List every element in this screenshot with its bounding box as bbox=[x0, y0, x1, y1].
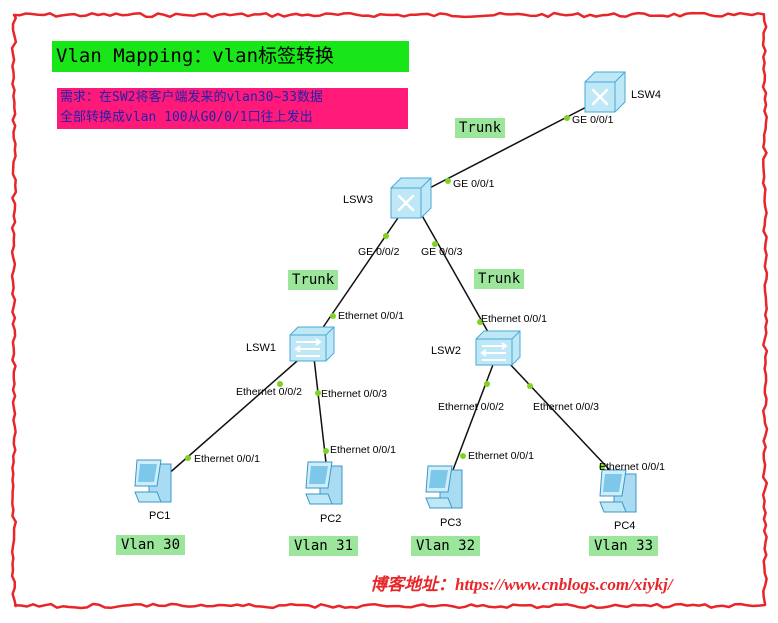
trunk-label-lsw3-lsw2: Trunk bbox=[474, 269, 525, 289]
device-name-pc2: PC2 bbox=[320, 513, 342, 525]
port-label-lsw4-ge001: GE 0/0/1 bbox=[572, 114, 614, 126]
device-name-pc3: PC3 bbox=[440, 517, 462, 529]
vlan-label-pc4: Vlan 33 bbox=[589, 536, 659, 556]
port-label-lsw2-eth001: Ethernet 0/0/1 bbox=[481, 313, 547, 325]
requirement-line-1: 需求：在SW2将客户端发来的vlan30~33数据 bbox=[60, 90, 323, 105]
port-dots bbox=[185, 115, 605, 470]
port-label-lsw2-eth003: Ethernet 0/0/3 bbox=[533, 401, 599, 413]
port-label-lsw1-eth003: Ethernet 0/0/3 bbox=[321, 388, 387, 400]
link-lsw3-lsw2 bbox=[419, 211, 497, 347]
requirement-note: 需求：在SW2将客户端发来的vlan30~33数据 全部转换成vlan 100从… bbox=[57, 88, 408, 129]
device-name-lsw4: LSW4 bbox=[631, 89, 661, 101]
link-lsw1-pc2 bbox=[313, 357, 329, 481]
blog-address: 博客地址：https://www.cnblogs.com/xiykj/ bbox=[370, 575, 673, 594]
requirement-line-2: 全部转换成vlan 100从G0/0/1口往上发出 bbox=[60, 110, 313, 125]
pc4-computer-icon[interactable] bbox=[599, 469, 637, 513]
lsw2-switch-icon[interactable] bbox=[475, 330, 521, 366]
vlan-label-pc3: Vlan 32 bbox=[411, 536, 481, 556]
port-label-lsw3-ge002: GE 0/0/2 bbox=[358, 246, 400, 258]
trunk-label-lsw3-lsw1: Trunk bbox=[288, 270, 339, 290]
port-label-pc4-eth001: Ethernet 0/0/1 bbox=[599, 461, 665, 473]
red-frame bbox=[10, 11, 769, 610]
pc2-computer-icon[interactable] bbox=[305, 461, 343, 505]
port-label-lsw3-ge001: GE 0/0/1 bbox=[453, 178, 495, 190]
pc1-computer-icon[interactable] bbox=[134, 459, 172, 503]
port-label-pc2-eth001: Ethernet 0/0/1 bbox=[330, 444, 396, 456]
link-lsw1-pc1 bbox=[157, 354, 305, 484]
device-name-pc1: PC1 bbox=[149, 510, 171, 522]
port-label-lsw2-eth002: Ethernet 0/0/2 bbox=[438, 401, 504, 413]
device-name-lsw1: LSW1 bbox=[246, 342, 276, 354]
link-lsw2-pc3 bbox=[447, 361, 495, 484]
device-name-pc4: PC4 bbox=[614, 520, 636, 532]
port-label-pc3-eth001: Ethernet 0/0/1 bbox=[468, 450, 534, 462]
lsw3-switch-icon[interactable] bbox=[390, 177, 432, 219]
device-name-lsw2: LSW2 bbox=[431, 345, 461, 357]
port-label-pc1-eth001: Ethernet 0/0/1 bbox=[194, 453, 260, 465]
port-label-lsw1-eth002: Ethernet 0/0/2 bbox=[236, 386, 302, 398]
vlan-label-pc2: Vlan 31 bbox=[289, 536, 359, 556]
lsw4-switch-icon[interactable] bbox=[584, 71, 626, 113]
port-label-lsw1-eth001: Ethernet 0/0/1 bbox=[338, 310, 404, 322]
page-title: Vlan Mapping：vlan标签转换 bbox=[52, 41, 409, 72]
pc3-computer-icon[interactable] bbox=[425, 465, 463, 509]
port-label-lsw3-ge003: GE 0/0/3 bbox=[421, 246, 463, 258]
link-lsw2-pc4 bbox=[507, 361, 623, 484]
device-name-lsw3: LSW3 bbox=[343, 194, 373, 206]
trunk-label-lsw4-lsw3: Trunk bbox=[455, 118, 506, 138]
lsw1-switch-icon[interactable] bbox=[289, 326, 335, 362]
vlan-label-pc1: Vlan 30 bbox=[116, 535, 186, 555]
